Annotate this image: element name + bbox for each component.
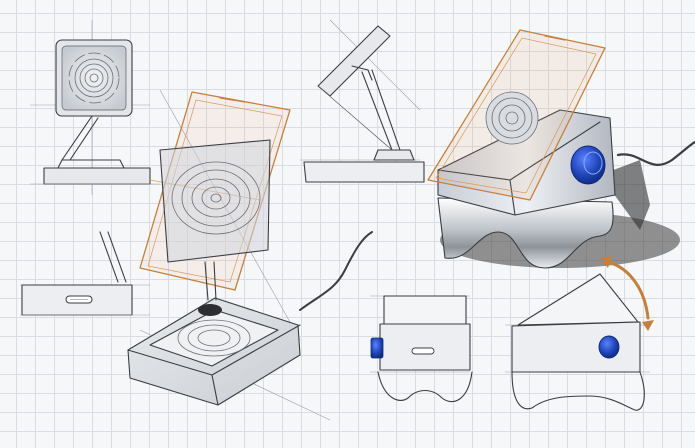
stand-profile-icon — [317, 85, 393, 151]
front-view-coil-stand — [30, 20, 160, 195]
dock-render-icon — [570, 145, 606, 185]
perspective-phone-on-pad — [127, 89, 373, 421]
front-view-dock — [370, 295, 473, 403]
rendered-dock-perspective — [427, 29, 695, 269]
dock-front-icon — [370, 337, 435, 359]
side-view-stand — [300, 19, 425, 183]
side-view-dock-tilt — [505, 256, 654, 411]
tilt-arrow-icon — [600, 256, 654, 331]
wireless-coil-icon — [68, 52, 120, 104]
base-side-view — [20, 231, 150, 316]
usb-port-icon — [65, 295, 93, 304]
phone-pad-icon — [171, 161, 261, 235]
